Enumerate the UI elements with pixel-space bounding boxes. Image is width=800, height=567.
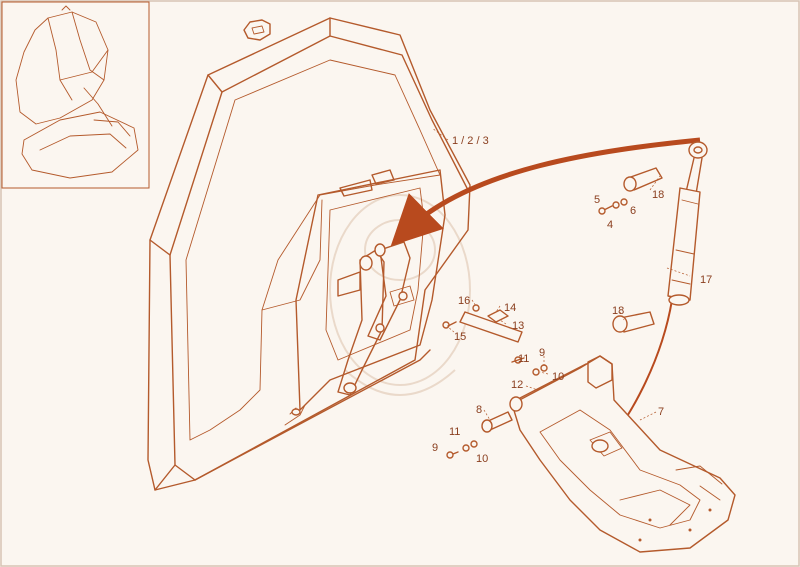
- callout-10-lower: 10: [476, 453, 488, 465]
- hardware-4-5-6: [598, 198, 628, 215]
- callout-10-upper: 10: [552, 371, 564, 383]
- callout-17: 17: [700, 274, 712, 286]
- hydraulic-cylinder: [667, 141, 708, 306]
- pivot-cradle: [509, 355, 736, 553]
- callout-14: 14: [504, 302, 516, 314]
- hardware-lower: [446, 440, 478, 459]
- blade-frame: [147, 17, 471, 491]
- callout-9-upper: 9: [539, 347, 545, 359]
- callout-12: 12: [511, 379, 523, 391]
- callout-15: 15: [454, 331, 466, 343]
- callout-4: 4: [607, 219, 613, 231]
- callout-18-upper: 18: [652, 189, 664, 201]
- callout-13: 13: [512, 320, 524, 332]
- callout-7: 7: [658, 406, 664, 418]
- pin-18-lower: [612, 311, 655, 333]
- pin-18-upper: [623, 167, 663, 192]
- assembly-arrow-cylinder: [390, 137, 701, 247]
- callout-11-upper: 11: [518, 353, 529, 365]
- callout-labels: 1 / 2 / 3 18 5 6 4 17 16 14 13 15 18 9 1…: [432, 135, 712, 465]
- callout-18-lower: 18: [612, 305, 624, 317]
- callout-8: 8: [476, 404, 482, 416]
- leader-lines: [431, 127, 691, 421]
- callout-11-lower: 11: [449, 426, 460, 438]
- link-bar-13: [442, 304, 523, 343]
- callout-9-lower: 9: [432, 442, 438, 454]
- overview-thumbnail: [1, 1, 150, 189]
- callout-16: 16: [458, 295, 470, 307]
- callout-1-2-3: 1 / 2 / 3: [452, 135, 489, 147]
- callout-6: 6: [630, 205, 636, 217]
- pin-8: [481, 411, 513, 433]
- callout-5: 5: [594, 194, 600, 206]
